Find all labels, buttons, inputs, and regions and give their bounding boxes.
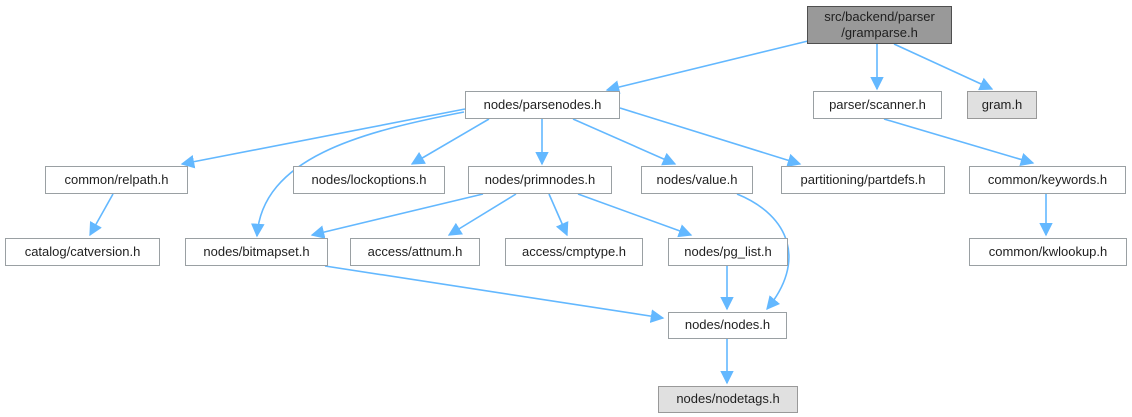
graph-node-label: parser/scanner.h (829, 96, 926, 112)
include-edge-parsenodes-to-lockoptions (410, 118, 490, 165)
graph-node-label: nodes/value.h (656, 171, 738, 187)
include-edge-relpath-to-catversion (89, 193, 114, 237)
include-edge-gramparse-to-parsenodes (605, 40, 809, 94)
include-edge-bitmapset-to-nodes (324, 265, 665, 323)
graph-node-label: common/keywords.h (987, 171, 1108, 187)
graph-node-lockoptions[interactable]: nodes/lockoptions.h (293, 166, 445, 194)
graph-node-parsenodes[interactable]: nodes/parsenodes.h (465, 91, 620, 119)
graph-node-primnodes[interactable]: nodes/primnodes.h (468, 166, 612, 194)
include-edge-parsenodes-to-partdefs (619, 107, 802, 167)
include-edge-primnodes-to-cmptype (548, 193, 569, 237)
include-edge-primnodes-to-bitmapset (310, 193, 484, 239)
graph-node-label: common/kwlookup.h (988, 243, 1108, 259)
graph-node-keywords[interactable]: common/keywords.h (969, 166, 1126, 194)
graph-node-nodetags: nodes/nodetags.h (658, 386, 798, 413)
graph-node-label: gram.h (981, 96, 1023, 112)
graph-node-cmptype[interactable]: access/cmptype.h (505, 238, 643, 266)
graph-node-label: nodes/nodes.h (684, 317, 771, 333)
graph-node-label: nodes/lockoptions.h (311, 171, 427, 187)
include-edge-parsenodes-to-relpath (180, 108, 466, 169)
graph-node-label: nodes/nodetags.h (676, 391, 780, 407)
graph-node-catversion[interactable]: catalog/catversion.h (5, 238, 160, 266)
graph-node-label: nodes/pg_list.h (684, 243, 772, 259)
graph-node-relpath[interactable]: common/relpath.h (45, 166, 188, 194)
graph-node-label: partitioning/partdefs.h (800, 171, 926, 187)
graph-node-gramparse: src/backend/parser /gramparse.h (807, 6, 952, 44)
graph-node-kwlookup[interactable]: common/kwlookup.h (969, 238, 1127, 266)
graph-node-label: src/backend/parser /gramparse.h (824, 8, 935, 40)
graph-node-partdefs[interactable]: partitioning/partdefs.h (781, 166, 945, 194)
graph-node-label: common/relpath.h (64, 171, 169, 187)
include-edge-parsenodes-to-bitmapset (251, 111, 465, 238)
graph-node-gram: gram.h (967, 91, 1037, 119)
graph-node-bitmapset[interactable]: nodes/bitmapset.h (185, 238, 328, 266)
graph-node-label: nodes/primnodes.h (484, 171, 596, 187)
graph-node-value[interactable]: nodes/value.h (641, 166, 753, 194)
graph-node-label: access/cmptype.h (521, 243, 627, 259)
graph-node-attnum[interactable]: access/attnum.h (350, 238, 480, 266)
include-edge-parsenodes-to-value (572, 118, 677, 166)
include-edge-gramparse-to-gram (893, 43, 994, 91)
graph-node-label: nodes/bitmapset.h (203, 243, 310, 259)
include-edge-primnodes-to-attnum (447, 193, 517, 236)
include-edge-scanner-to-keywords (883, 118, 1035, 167)
graph-node-nodes[interactable]: nodes/nodes.h (668, 312, 787, 339)
graph-node-label: catalog/catversion.h (24, 243, 141, 259)
graph-node-pg_list[interactable]: nodes/pg_list.h (668, 238, 788, 266)
graph-node-label: access/attnum.h (367, 243, 463, 259)
graph-node-scanner[interactable]: parser/scanner.h (813, 91, 942, 119)
include-edge-primnodes-to-pg_list (577, 193, 693, 238)
graph-node-label: nodes/parsenodes.h (483, 96, 602, 112)
